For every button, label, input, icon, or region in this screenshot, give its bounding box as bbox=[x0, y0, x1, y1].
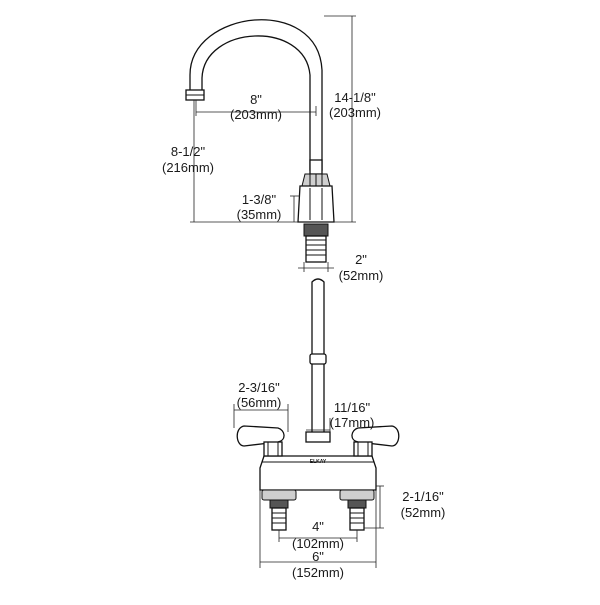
shank-width-imperial: 2" bbox=[355, 252, 367, 267]
handle-length-metric: (56mm) bbox=[237, 395, 282, 410]
spout-diameter-imperial: 11/16" bbox=[334, 400, 371, 415]
overall-width-imperial: 6" bbox=[312, 549, 324, 564]
body-height-imperial: 2-1/16" bbox=[402, 489, 444, 504]
dimension-lines-top bbox=[190, 15, 356, 272]
spout-height-imperial: 8-1/2" bbox=[171, 144, 206, 159]
total-height-imperial: 14-1/8" bbox=[334, 90, 376, 105]
total-height-metric: (203mm) bbox=[329, 105, 381, 120]
body-height-metric: (52mm) bbox=[401, 505, 446, 520]
center-spacing-metric: (102mm) bbox=[292, 536, 344, 551]
dimension-lines-bottom bbox=[233, 404, 384, 568]
base-height-metric: (35mm) bbox=[237, 207, 282, 222]
base-height-imperial: 1-3/8" bbox=[242, 192, 277, 207]
spout-diameter-metric: (17mm) bbox=[330, 415, 375, 430]
dimension-labels: 8" (203mm) 14-1/8" (203mm) 8-1/2" (216mm… bbox=[162, 90, 445, 580]
handle-length-imperial: 2-3/16" bbox=[238, 380, 280, 395]
top-width-metric: (203mm) bbox=[230, 107, 282, 122]
overall-width-metric: (152mm) bbox=[292, 565, 344, 580]
shank-width-metric: (52mm) bbox=[339, 268, 384, 283]
body-logo: ELKAY bbox=[310, 459, 327, 465]
top-width-imperial: 8" bbox=[250, 92, 262, 107]
faucet-front-view: ELKAY bbox=[236, 278, 400, 531]
gooseneck-spout-side-view bbox=[185, 19, 335, 263]
spout-height-metric: (216mm) bbox=[162, 160, 214, 175]
center-spacing-imperial: 4" bbox=[312, 519, 324, 534]
